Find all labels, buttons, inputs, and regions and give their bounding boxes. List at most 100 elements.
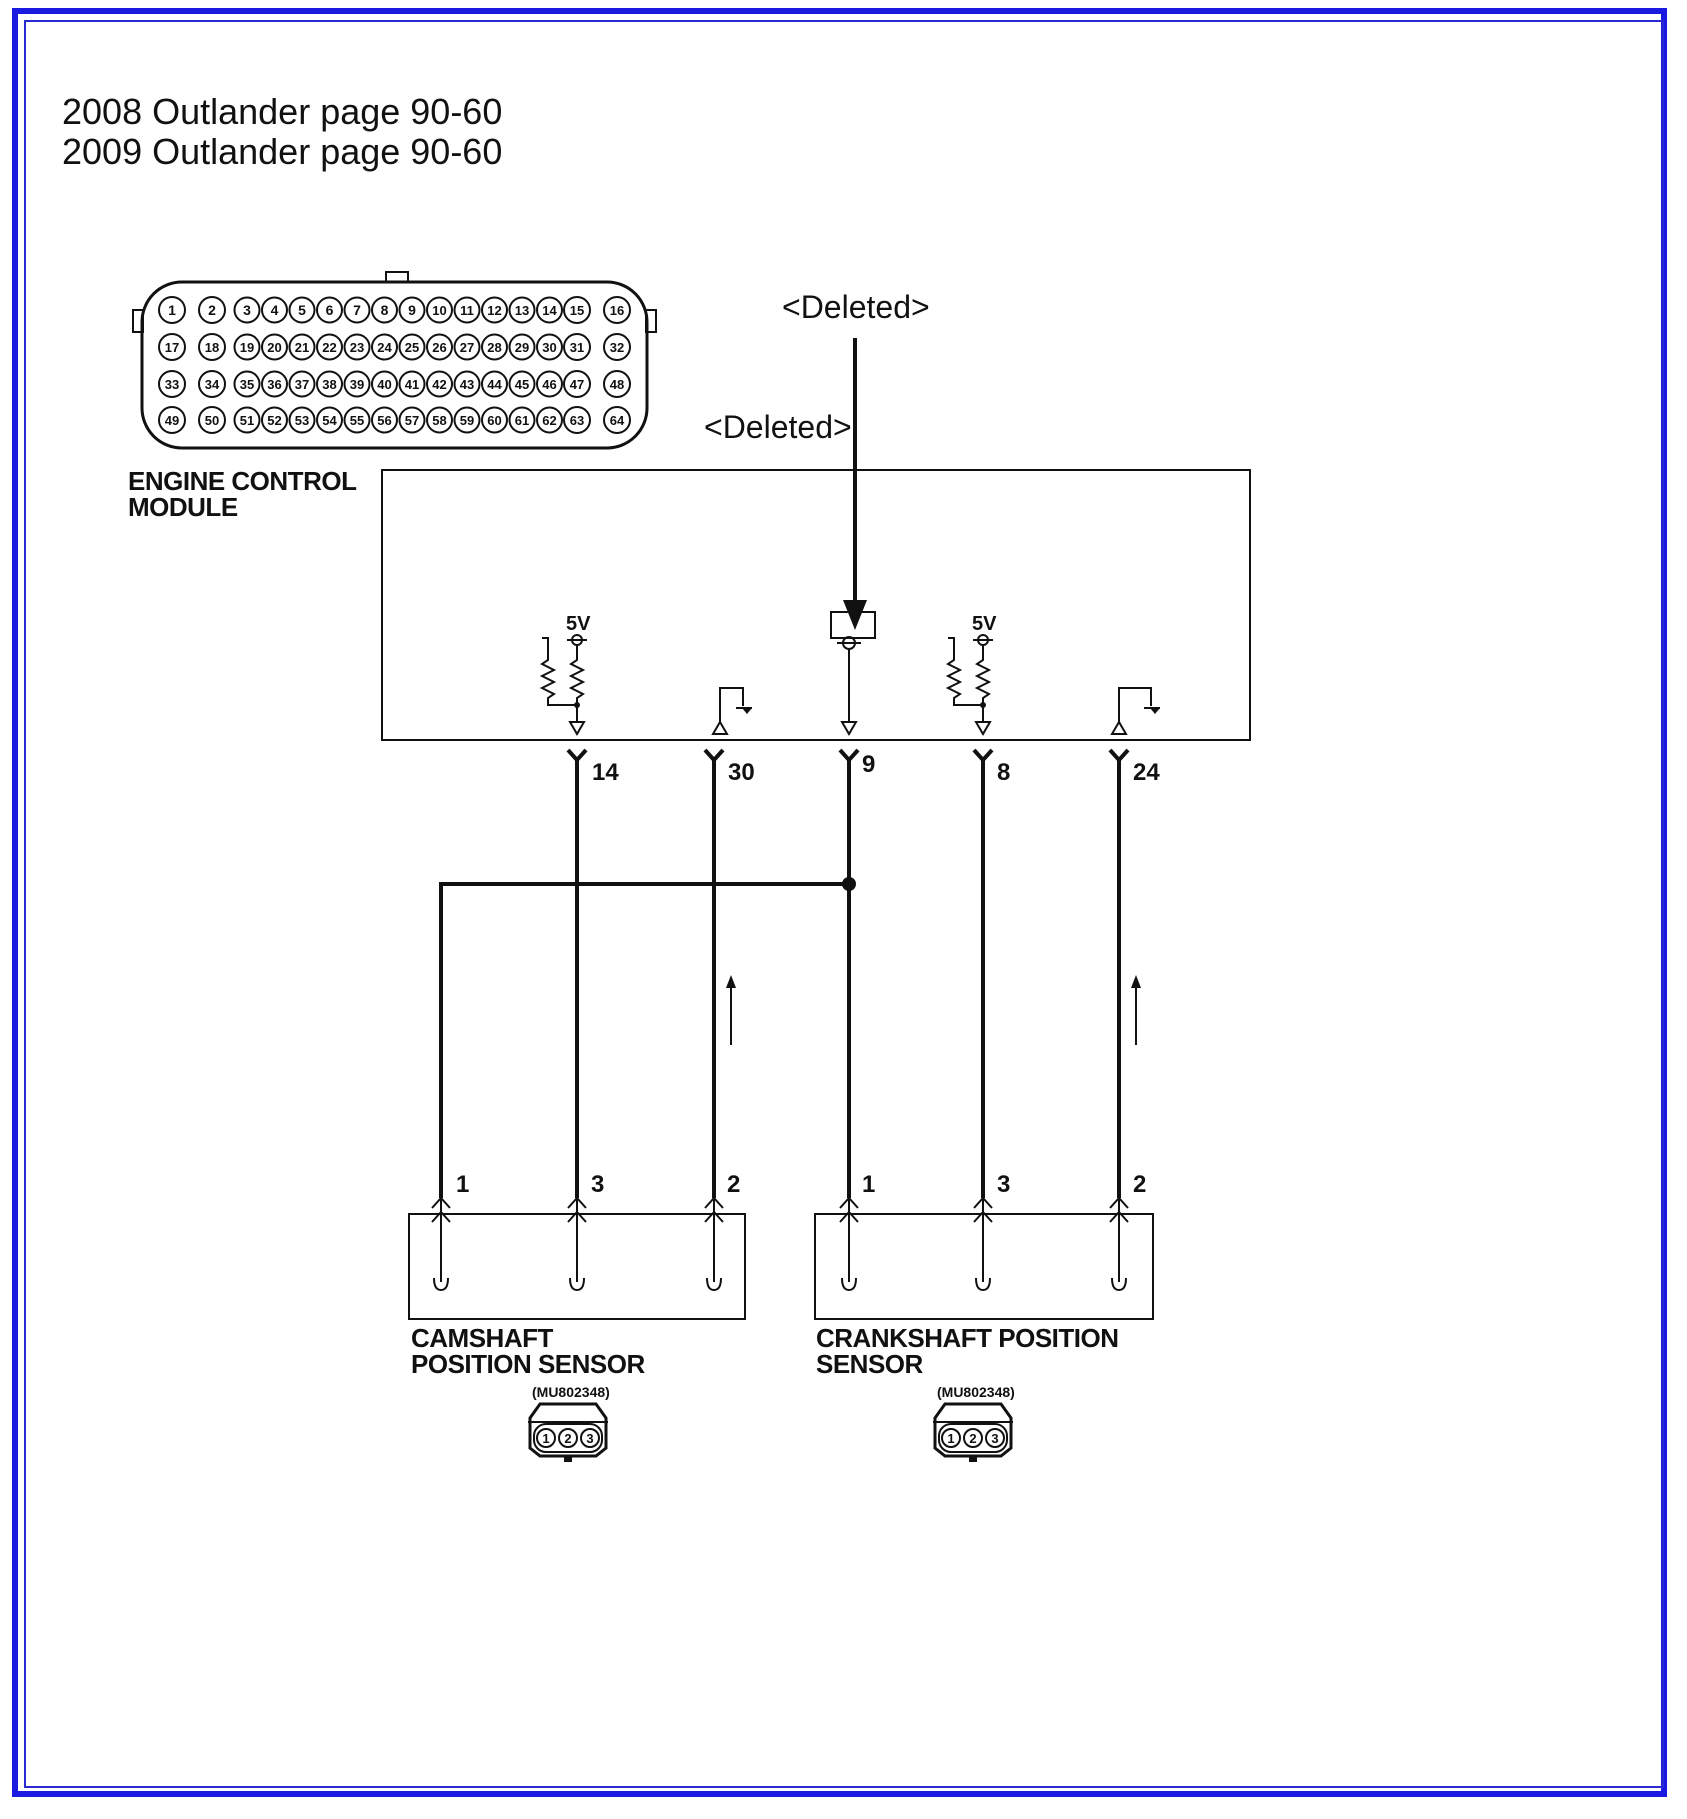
crankshaft-label-line-1: CRANKSHAFT POSITION [816, 1323, 1119, 1353]
sensor-terminals [431, 1196, 1129, 1292]
ecm-pin-circle [453, 333, 481, 361]
signal-arrows [726, 975, 1141, 1045]
supply-5v-left: 5V [566, 613, 591, 635]
ecm-pin-label: 63 [570, 413, 584, 428]
ecm-pin-circle [563, 296, 591, 324]
ecm-pin-circle [343, 333, 371, 361]
ecm-pin-label: 21 [295, 340, 309, 355]
ecm-pin-label: 19 [240, 340, 254, 355]
header-line-2: 2009 Outlander page 90-60 [62, 131, 502, 172]
ecm-pin-circle [481, 333, 508, 361]
ecm-pin-circle [288, 370, 316, 398]
ecm-pin-circle [398, 333, 426, 361]
ecm-pin-circle [398, 370, 426, 398]
ecm-pin-label: 52 [267, 413, 281, 428]
crank-pin-1: 1 [862, 1171, 875, 1198]
ecm-pin-circle [233, 370, 261, 398]
ecm-pin-circle [316, 296, 343, 324]
ecm-pin-label: 35 [240, 377, 254, 392]
camshaft-connector: 1 2 3 [528, 1402, 608, 1462]
sensor-terminal-chevron [839, 1210, 859, 1223]
ecm-pin-circle [198, 333, 226, 361]
sensor-pin-labels: 1 3 2 1 3 2 [456, 1171, 1146, 1198]
ecm-pin-circle [481, 370, 508, 398]
crank-pin-3: 3 [997, 1171, 1010, 1198]
ecm-pin-label: 34 [205, 377, 220, 392]
crankshaft-label-line-2: SENSOR [816, 1349, 924, 1379]
sensor-terminal-chevron [431, 1210, 451, 1223]
ecm-pin-label: 44 [487, 377, 502, 392]
cam-pin-2: 2 [727, 1171, 740, 1198]
sensor-terminal-chevron [1109, 1210, 1129, 1223]
terminal-9: 9 [862, 751, 875, 778]
ecm-pin-label: 62 [542, 413, 556, 428]
ecm-pin-circle [536, 333, 563, 361]
crankshaft-part-number: (MU802348) [937, 1384, 1015, 1400]
ecm-pin-circle [261, 406, 288, 434]
ecm-pin-circle [563, 333, 591, 361]
ecm-pin-label: 10 [432, 303, 446, 318]
ecm-pin-label: 53 [295, 413, 309, 428]
ecm-pin-circle [343, 296, 371, 324]
ecm-pin-label: 29 [515, 340, 529, 355]
ecm-pin-label: 55 [350, 413, 364, 428]
sensor-terminal-chevron [973, 1210, 993, 1223]
ecm-pin-circle [288, 406, 316, 434]
ground-circuit-24 [1110, 687, 1160, 735]
crank-pin-2: 2 [1133, 1171, 1146, 1198]
deleted-label-mid: <Deleted> [704, 409, 852, 445]
ecm-pin-circle [261, 296, 288, 324]
ecm-pin-circle [536, 370, 563, 398]
camshaft-label-line-1: CAMSHAFT [411, 1323, 553, 1353]
ecm-pin-circle [508, 406, 536, 434]
ecm-pin-circle [316, 370, 343, 398]
ecm-pin-label: 60 [487, 413, 501, 428]
ecm-pin-label: 8 [381, 302, 389, 318]
ecm-pin-circle [603, 370, 631, 398]
ecm-pin-label: 11 [460, 303, 474, 318]
ecm-pin-circle [508, 370, 536, 398]
deleted-label-top: <Deleted> [782, 289, 930, 325]
ecm-label-line-1: ENGINE CONTROL [128, 466, 357, 496]
header-line-1: 2008 Outlander page 90-60 [62, 91, 502, 132]
ecm-pin-label: 24 [377, 340, 392, 355]
ecm-pin-label: 31 [570, 340, 584, 355]
ecm-pin-circle [343, 370, 371, 398]
ecm-pin-label: 45 [515, 377, 529, 392]
ecm-pin-circle [371, 296, 398, 324]
ecm-pin-label: 25 [405, 340, 419, 355]
ecm-pin-circle [158, 333, 186, 361]
ecm-pin-circle [453, 296, 481, 324]
cam-conn-pin-3: 3 [586, 1431, 593, 1446]
ecm-pin-circle [158, 370, 186, 398]
ecm-pin-circle [371, 370, 398, 398]
ecm-pin-circle [316, 406, 343, 434]
sensor-terminal-chevron [567, 1210, 587, 1223]
camshaft-label-line-2: POSITION SENSOR [411, 1349, 645, 1379]
ecm-pin-label: 42 [432, 377, 446, 392]
ecm-pin-label: 51 [240, 413, 254, 428]
ecm-pin-label: 14 [542, 303, 557, 318]
ecm-box [381, 469, 1251, 741]
crankshaft-connector: 1 2 3 [933, 1402, 1013, 1462]
cam-conn-pin-2: 2 [564, 1431, 571, 1446]
ecm-pin-label: 48 [610, 377, 624, 392]
ecm-pin-label: 17 [165, 340, 179, 355]
supply-circuit-9 [830, 611, 876, 736]
ecm-pin-circle [398, 296, 426, 324]
ecm-pin-circle [398, 406, 426, 434]
ecm-pin-label: 46 [542, 377, 556, 392]
ecm-pin-label: 33 [165, 377, 179, 392]
ecm-pin-circle [508, 333, 536, 361]
ecm-pin-label: 4 [271, 302, 279, 318]
ecm-pin-label: 38 [322, 377, 336, 392]
ecm-pin-circle [453, 370, 481, 398]
ecm-pin-label: 28 [487, 340, 501, 355]
ecm-pin-label: 64 [610, 413, 625, 428]
ecm-pin-label: 1 [168, 302, 176, 318]
ecm-pin-circle [426, 296, 453, 324]
ecm-pin-circle [603, 406, 631, 434]
outer-border [12, 8, 1667, 1797]
ecm-pin-label: 36 [267, 377, 281, 392]
ecm-pin-label: 58 [432, 413, 446, 428]
